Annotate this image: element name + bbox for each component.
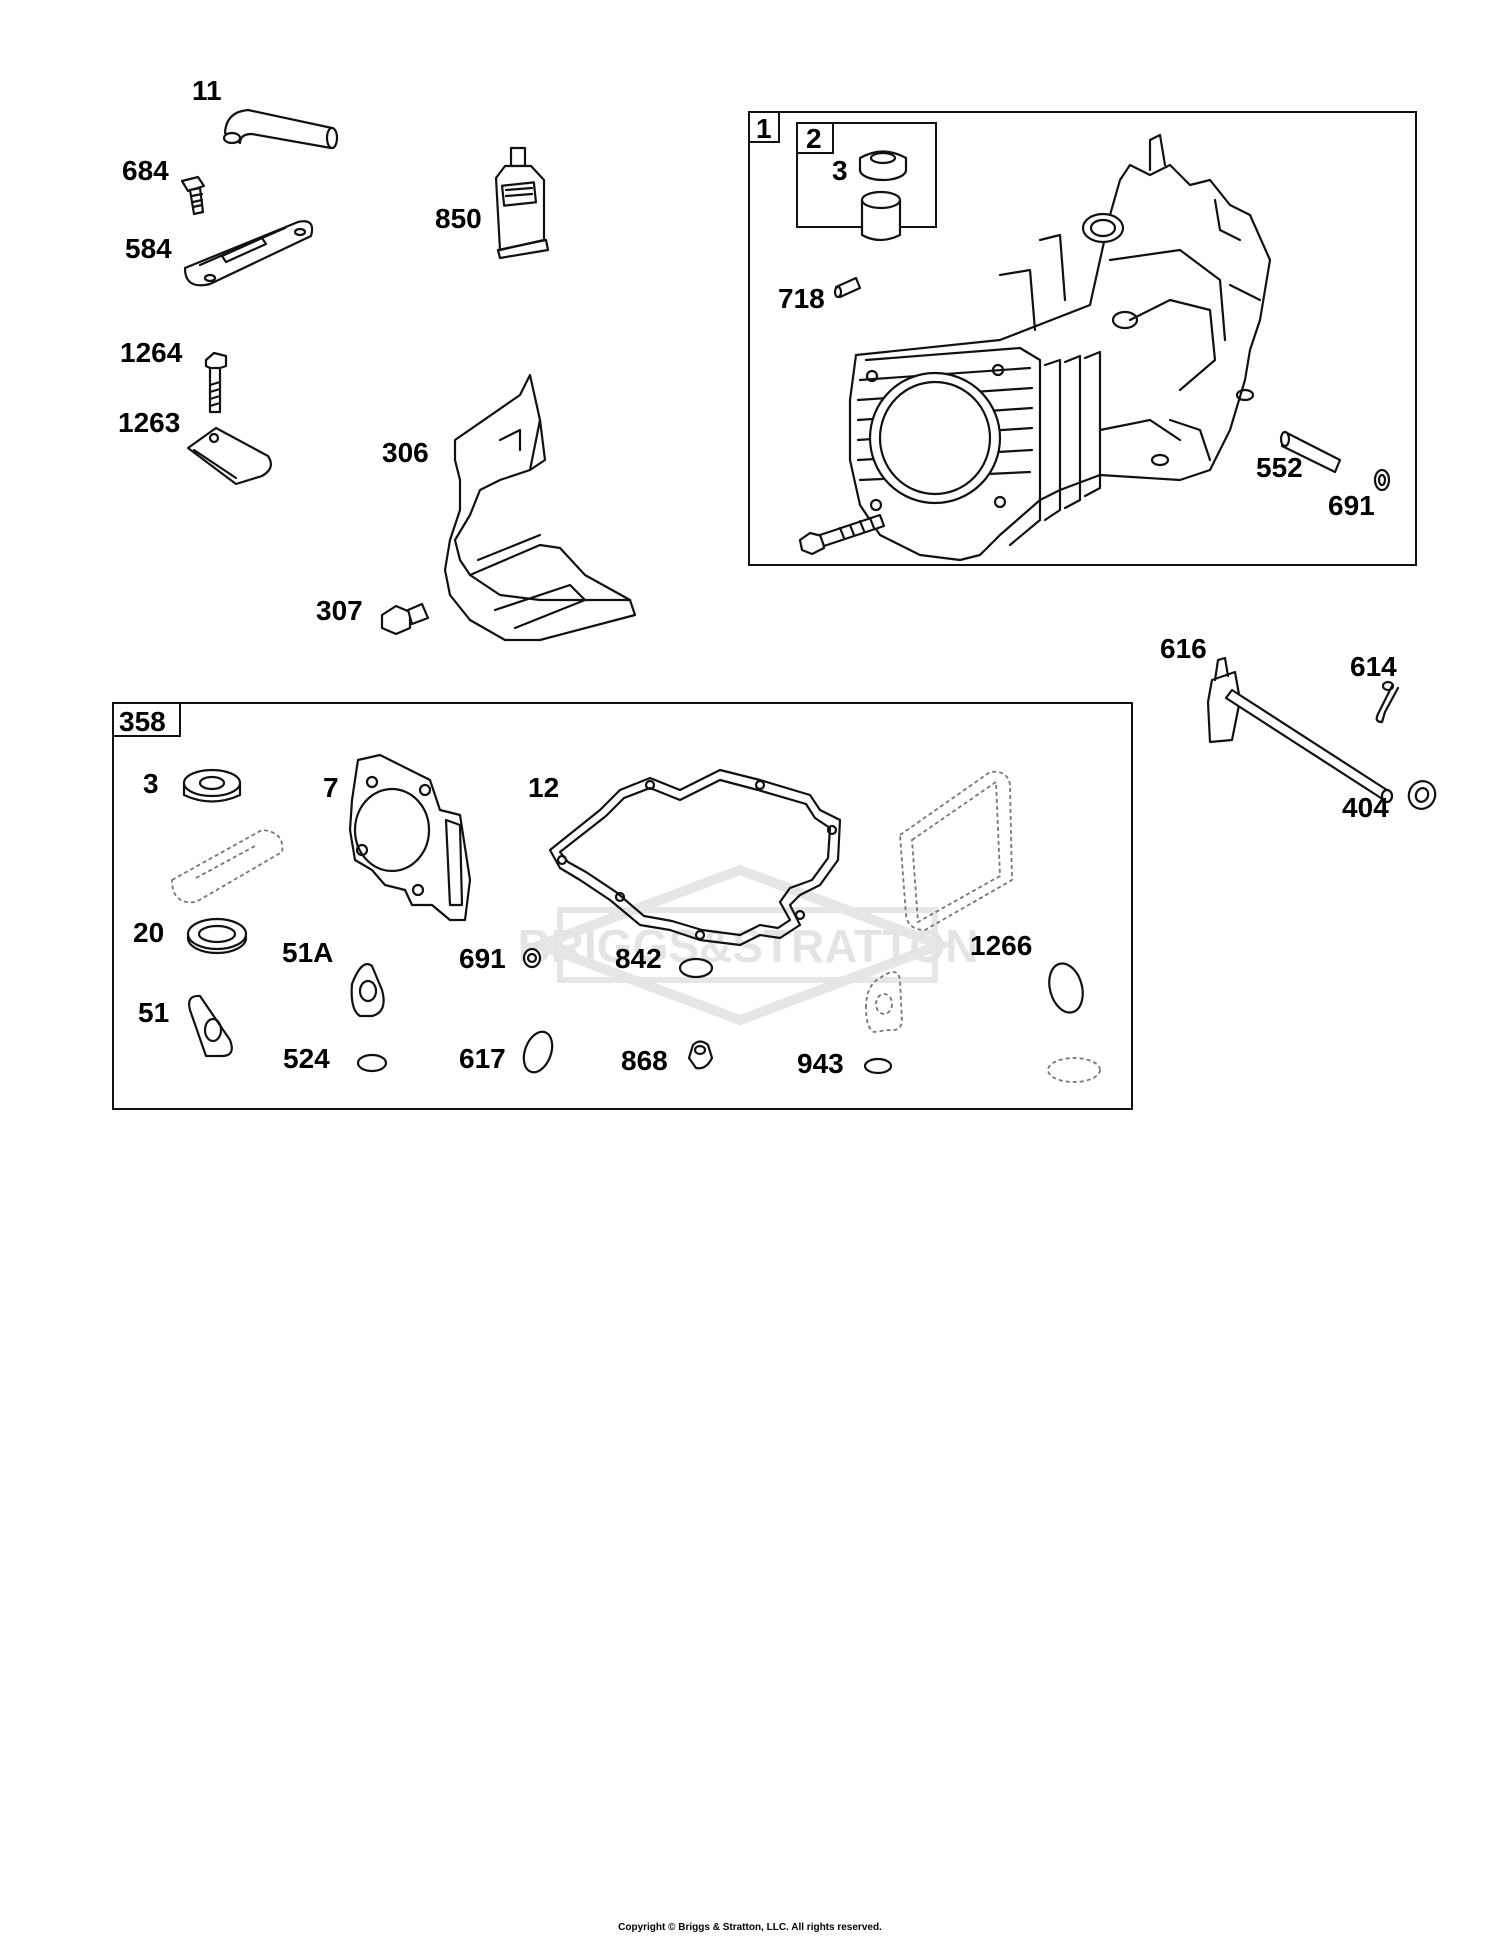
label-718: 718 <box>778 283 825 314</box>
label-684: 684 <box>122 155 169 186</box>
part-3-oil-seal <box>182 768 242 803</box>
part-11-breather-tube <box>222 108 339 150</box>
label-842: 842 <box>615 943 662 974</box>
part-dashed-o-ring <box>1047 1057 1101 1083</box>
box-2-item-3-label: 3 <box>832 155 848 186</box>
part-684-screw <box>180 175 206 216</box>
label-524: 524 <box>283 1043 330 1074</box>
part-12-sump-gasket <box>548 768 842 947</box>
label-552: 552 <box>1256 452 1303 483</box>
label-51a: 51A <box>282 937 333 968</box>
part-868-grommet <box>687 1040 714 1070</box>
label-3: 3 <box>143 768 159 799</box>
part-614-hairpin-clip <box>1375 680 1400 724</box>
part-718-dowel-pin <box>833 276 862 299</box>
box-2-label: 2 <box>806 123 822 154</box>
part-616-governor-shaft <box>1206 656 1394 804</box>
part-552-tube <box>1279 430 1342 474</box>
part-850-sealant-tube <box>494 146 550 260</box>
label-12: 12 <box>528 772 559 803</box>
box-358-gasket-set: 358 <box>112 702 1133 1110</box>
label-691-box: 691 <box>459 943 506 974</box>
label-306: 306 <box>382 437 429 468</box>
part-1263-plate <box>186 426 273 486</box>
part-1-cylinder-block <box>848 133 1272 562</box>
label-7: 7 <box>323 772 339 803</box>
part-20-seal <box>186 917 248 955</box>
part-404-washer <box>1407 780 1437 810</box>
label-614: 614 <box>1350 651 1397 682</box>
part-524-o-ring <box>356 1053 388 1073</box>
part-691-washer <box>1373 468 1391 492</box>
label-51: 51 <box>138 997 169 1028</box>
box-1-label: 1 <box>756 113 772 144</box>
label-868: 868 <box>621 1045 668 1076</box>
label-691-top: 691 <box>1328 490 1375 521</box>
part-dashed-gasket-a <box>171 829 284 904</box>
label-1266: 1266 <box>970 930 1032 961</box>
watermark-text: BRIGGS&STRATTON <box>518 920 979 972</box>
part-584-breather-cover <box>183 220 314 287</box>
label-584: 584 <box>125 233 172 264</box>
box-1-cylinder-assembly: 1 2 3 <box>748 111 1417 566</box>
part-dashed-gasket-b <box>899 770 1013 931</box>
part-842-o-ring <box>678 957 714 979</box>
part-1266-o-ring <box>1048 962 1084 1014</box>
part-617-o-ring <box>522 1030 554 1074</box>
part-cylinder-bolt <box>798 513 886 556</box>
box-358-label: 358 <box>119 706 166 737</box>
label-307: 307 <box>316 595 363 626</box>
part-51-gasket <box>188 994 233 1058</box>
label-404: 404 <box>1342 792 1389 823</box>
part-7-head-gasket <box>348 753 472 922</box>
label-11: 11 <box>192 75 222 106</box>
copyright-notice: Copyright © Briggs & Stratton, LLC. All … <box>618 1922 882 1933</box>
part-943-o-ring <box>863 1057 893 1075</box>
label-943: 943 <box>797 1048 844 1079</box>
label-1263: 1263 <box>118 407 180 438</box>
part-691-washer-small <box>522 947 542 969</box>
brand-watermark: BRIGGS&STRATTON <box>518 864 979 1026</box>
label-1264: 1264 <box>120 337 183 368</box>
part-307-bolt <box>380 602 430 636</box>
part-306-shield <box>443 373 637 642</box>
label-617: 617 <box>459 1043 506 1074</box>
part-1264-bolt <box>204 351 228 414</box>
label-616: 616 <box>1160 633 1207 664</box>
label-850: 850 <box>435 203 482 234</box>
part-51a-gasket <box>350 963 385 1018</box>
label-20: 20 <box>133 917 164 948</box>
